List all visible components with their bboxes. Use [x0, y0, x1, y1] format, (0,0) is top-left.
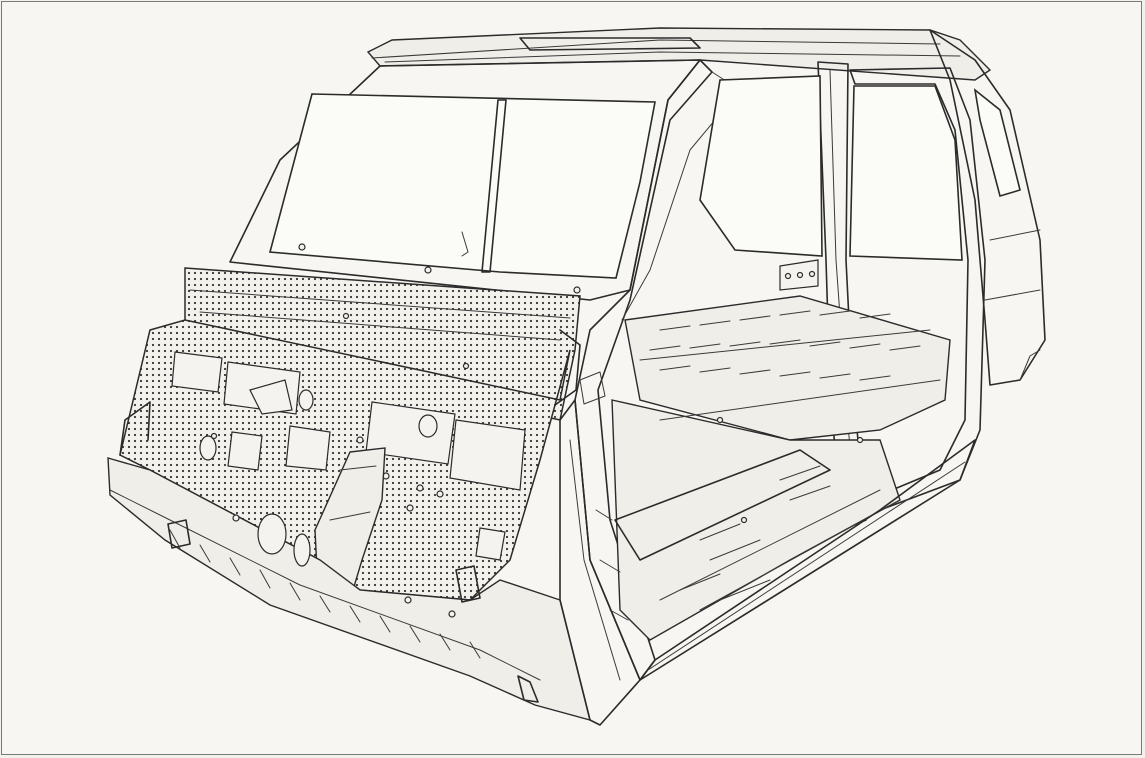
windscreen-frame — [229, 59, 701, 301]
windscreen-opening — [268, 93, 656, 279]
floor-pan — [611, 295, 951, 641]
front-wing-edge — [559, 399, 641, 726]
steering-bracket — [314, 447, 386, 601]
lower-valance — [107, 457, 591, 721]
bulkhead — [119, 267, 581, 601]
roof-panel — [366, 27, 992, 81]
rear-door-opening — [699, 67, 986, 511]
rear-quarter — [929, 29, 1046, 386]
side-sill — [639, 439, 976, 681]
